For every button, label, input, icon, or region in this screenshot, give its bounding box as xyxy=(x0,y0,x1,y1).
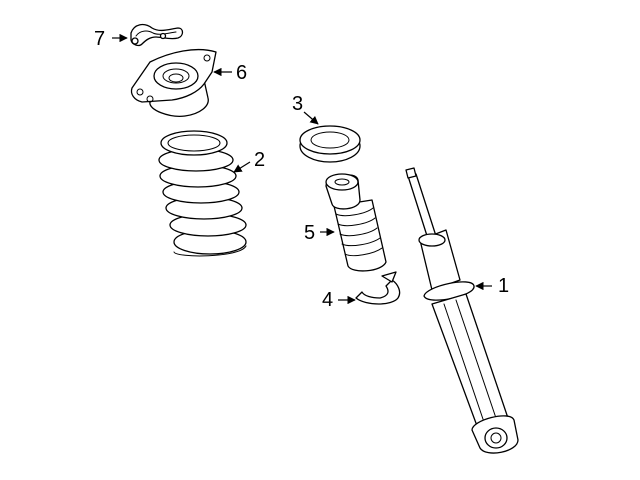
callout-3: 3 xyxy=(292,93,303,115)
leader-2 xyxy=(233,161,251,173)
part-3-insulator-ring xyxy=(299,125,361,163)
callout-6: 6 xyxy=(236,62,247,84)
part-2-coil-spring xyxy=(158,130,247,257)
leader-3 xyxy=(303,111,319,125)
part-1-shock-absorber xyxy=(405,167,519,454)
part-5-bump-stop xyxy=(325,173,387,272)
part-4-spring-clip xyxy=(355,271,401,305)
callout-4: 4 xyxy=(322,289,333,311)
callout-7: 7 xyxy=(94,28,105,50)
part-6-upper-mount xyxy=(130,49,217,117)
callout-1: 1 xyxy=(498,275,509,297)
part-7-wire-bracket xyxy=(130,23,184,47)
callout-5: 5 xyxy=(304,222,315,244)
callout-2: 2 xyxy=(254,149,265,171)
